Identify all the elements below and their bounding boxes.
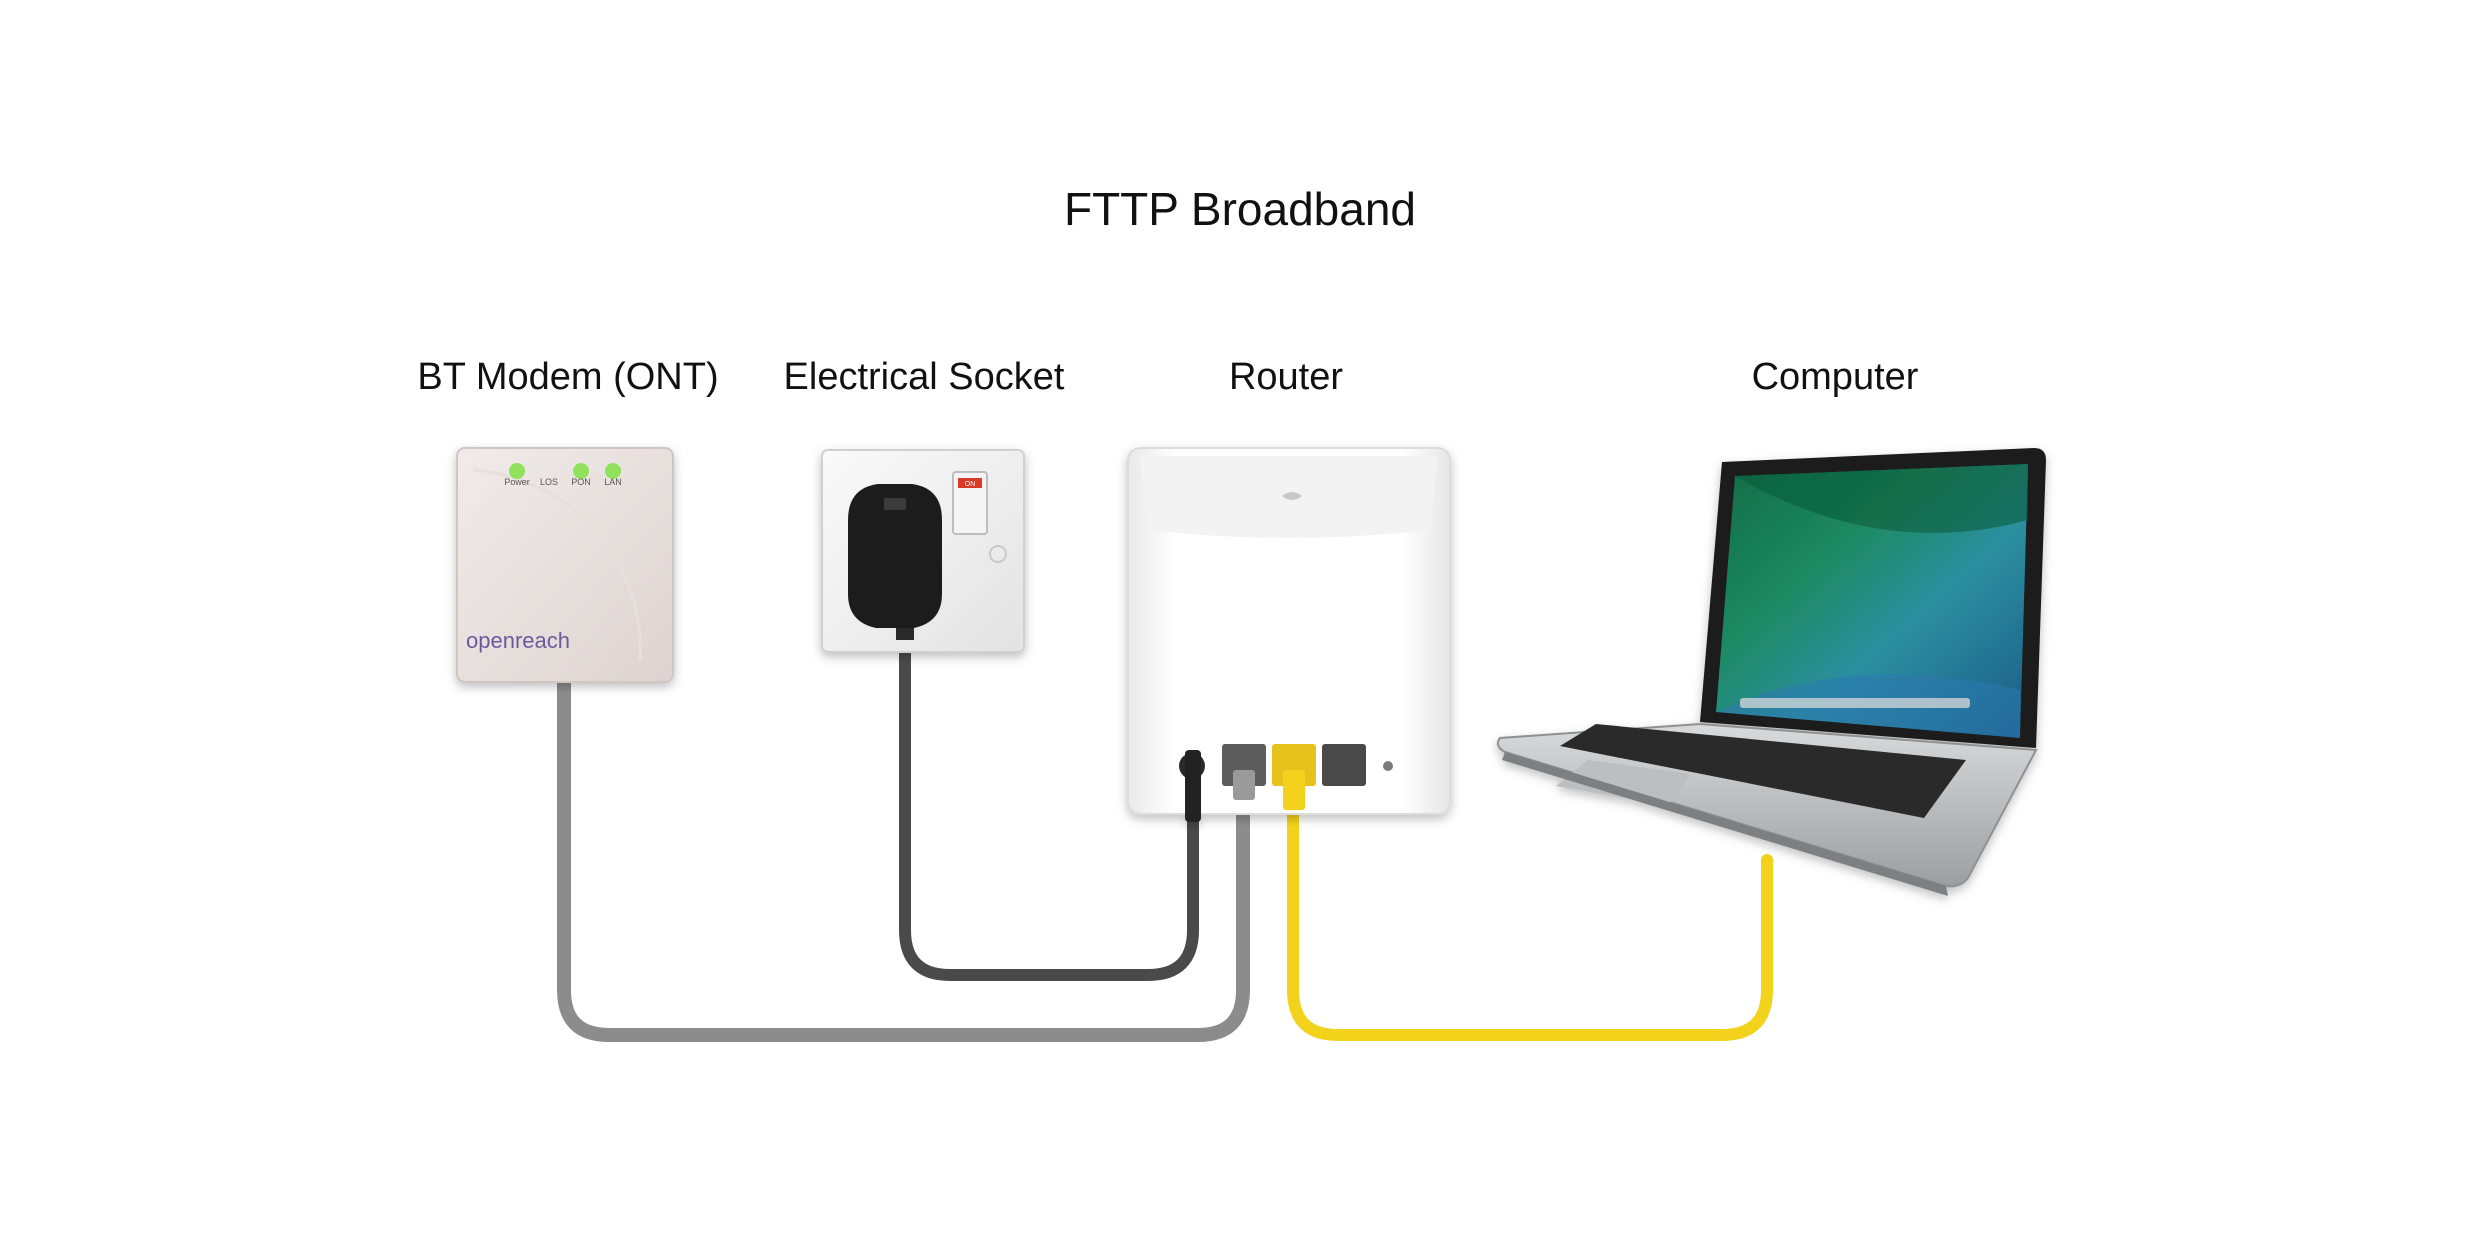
modem-led-label: LOS [540,477,558,487]
diagram-title: FTTP Broadband [1063,183,1416,235]
modem-led-label: Power [504,477,530,487]
modem-led-pon [573,463,589,479]
modem-brand: openreach [466,628,570,653]
laptop-screen [1716,464,2028,738]
cable-power [899,614,1199,981]
router-device [1127,447,1451,822]
plug-icon [848,484,942,628]
modem-device: Power LOS PON LAN openreach [456,447,674,683]
cable-fibre [557,673,1250,1042]
label-computer: Computer [1751,356,1919,398]
socket-switch-label: ON [965,481,976,488]
cable-ethernet [1287,794,1773,1041]
modem-led-lan [605,463,621,479]
modem-led-label: PON [571,477,591,487]
router-lan2-port [1322,744,1366,786]
label-modem: BT Modem (ONT) [417,356,719,398]
socket-device: ON [821,449,1025,653]
modem-led-power [509,463,525,479]
label-socket: Electrical Socket [783,356,1065,398]
label-router: Router [1228,356,1344,398]
laptop-device [1496,448,2046,896]
modem-led-label: LAN [604,477,622,487]
laptop-keyboard [1560,724,1966,818]
